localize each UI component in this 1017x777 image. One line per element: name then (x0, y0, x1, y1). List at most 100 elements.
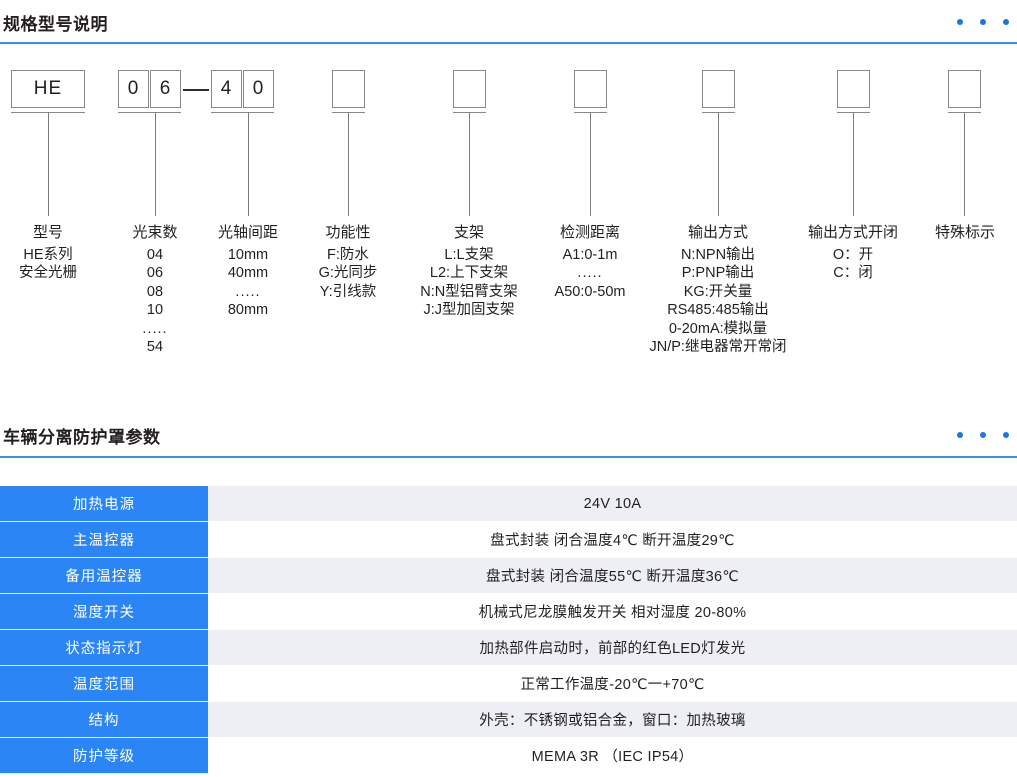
table-row-label: 防护等级 (0, 738, 208, 773)
legend-heading: 输出方式开闭 (807, 224, 898, 241)
legend-item: 10 (146, 302, 164, 318)
table-row-value: MEMA 3R （IEC IP54） (208, 738, 1017, 773)
section-title-cover-params: 车辆分离防护罩参数 (3, 428, 161, 447)
table-row-label: 结构 (0, 702, 208, 737)
section-title-model-code: 规格型号说明 (3, 15, 108, 34)
code-box-pitch-1: 4 (211, 70, 242, 108)
legend-column-output-type: 输出方式 N:NPN输出 P:PNP输出 KG:开关量 RS485:485输出 … (610, 224, 826, 357)
legend-item: 安全光栅 (19, 265, 77, 281)
code-box-beam-2: 6 (150, 70, 181, 108)
legend-item: JN/P:继电器常开常闭 (649, 339, 787, 355)
table-row-value: 外壳：不锈钢或铝合金，窗口：加热玻璃 (208, 702, 1017, 737)
legend-item: O：开 (832, 246, 874, 263)
table-row-label: 加热电源 (0, 486, 208, 521)
legend-column-series: 型号 HE系列 安全光栅 (0, 224, 96, 283)
table-row: 状态指示灯 加热部件启动时，前部的红色LED灯发光 (0, 630, 1017, 665)
dot-icon (980, 19, 986, 25)
code-box-pitch-2: 0 (243, 70, 274, 108)
legend-column-axis-pitch: 光轴间距 10mm 40mm ..... 80mm (195, 224, 301, 320)
leader-line-beam (155, 112, 156, 216)
table-row-value: 加热部件启动时，前部的红色LED灯发光 (208, 630, 1017, 665)
table-row: 结构 外壳：不锈钢或铝合金，窗口：加热玻璃 (0, 702, 1017, 737)
legend-ellipsis: ..... (235, 283, 261, 300)
legend-item: N:NPN输出 (680, 246, 756, 263)
legend-item: 80mm (227, 302, 269, 318)
table-row-value: 盘式封装 闭合温度4℃ 断开温度29℃ (208, 522, 1017, 557)
table-row-label: 温度范围 (0, 666, 208, 701)
legend-item: 06 (146, 265, 164, 281)
legend-heading: 特殊标示 (934, 224, 995, 241)
legend-heading: 检测距离 (559, 224, 620, 241)
legend-column-special-mark: 特殊标示 (916, 224, 1014, 246)
cover-parameters-table: 加热电源 24V 10A 主温控器 盘式封装 闭合温度4℃ 断开温度29℃ 备用… (0, 486, 1017, 774)
model-code-diagram: HE 0 6 4 0 型号 HE系列 安全光栅 光束数 04 06 08 10 … (0, 70, 1014, 357)
underbar-beam (118, 112, 181, 113)
leader-line-pitch (248, 112, 249, 216)
table-row-value: 盘式封装 闭合温度55℃ 断开温度36℃ (208, 558, 1017, 593)
table-row-value: 24V 10A (208, 486, 1017, 521)
legend-item: 04 (146, 246, 164, 263)
legend-item: P:PNP输出 (681, 265, 755, 281)
legend-item: L2:上下支架 (429, 265, 509, 281)
legend-item: L:L支架 (444, 246, 494, 263)
legend-heading: 光束数 (132, 224, 178, 241)
leader-line-bracket (469, 112, 470, 216)
table-row: 加热电源 24V 10A (0, 486, 1017, 521)
legend-column-detect-distance: 检测距离 A1:0-1m ..... A50:0-50m (530, 224, 650, 301)
code-box-function (332, 70, 365, 108)
legend-item: 54 (146, 339, 164, 355)
legend-item: 40mm (227, 265, 269, 281)
header-dots-model-code (957, 19, 1009, 25)
legend-item: N:N型铝臂支架 (420, 283, 518, 300)
legend-item: HE系列 (23, 246, 73, 263)
legend-item: Y:引线款 (319, 283, 377, 300)
legend-item: RS485:485输出 (667, 302, 769, 318)
leader-line-output-type (718, 112, 719, 216)
legend-heading: 输出方式 (687, 224, 748, 241)
legend-ellipsis: ..... (142, 320, 168, 337)
code-separator-dash (183, 89, 209, 91)
legend-column-beam-count: 光束数 04 06 08 10 ..... 54 (110, 224, 200, 357)
leader-line-distance (590, 112, 591, 216)
section-header-cover-params: 车辆分离防护罩参数 (0, 423, 1017, 463)
code-box-bracket (453, 70, 486, 108)
dot-icon (980, 432, 986, 438)
legend-ellipsis: ..... (577, 265, 603, 281)
legend-heading: 型号 (32, 224, 63, 241)
legend-heading: 光轴间距 (217, 224, 278, 241)
legend-item: KG:开关量 (683, 283, 753, 300)
legend-item: 08 (146, 283, 164, 300)
section-divider-model-code (0, 42, 1017, 44)
dot-icon (1003, 432, 1009, 438)
leader-line-output-state (853, 112, 854, 216)
legend-item: C：闭 (833, 265, 873, 281)
table-row-label: 湿度开关 (0, 594, 208, 629)
table-row: 湿度开关 机械式尼龙膜触发开关 相对湿度 20-80% (0, 594, 1017, 629)
leader-line-special-mark (964, 112, 965, 216)
code-box-series: HE (11, 70, 85, 108)
code-box-distance (574, 70, 607, 108)
header-dots-cover-params (957, 432, 1009, 438)
table-row: 备用温控器 盘式封装 闭合温度55℃ 断开温度36℃ (0, 558, 1017, 593)
dot-icon (1003, 19, 1009, 25)
legend-item: 10mm (227, 246, 269, 263)
table-row-value: 正常工作温度-20℃一+70℃ (208, 666, 1017, 701)
legend-item: A50:0-50m (554, 283, 626, 300)
legend-heading: 功能性 (325, 224, 371, 241)
leader-line-function (348, 112, 349, 216)
code-box-output-type (702, 70, 735, 108)
legend-item: 0-20mA:模拟量 (668, 320, 768, 337)
underbar-pitch (211, 112, 274, 113)
table-row: 主温控器 盘式封装 闭合温度4℃ 断开温度29℃ (0, 522, 1017, 557)
code-box-special-mark (948, 70, 981, 108)
table-row-label: 状态指示灯 (0, 630, 208, 665)
dot-icon (957, 432, 963, 438)
legend-column-function: 功能性 F:防水 G:光同步 Y:引线款 (295, 224, 401, 301)
section-divider-cover-params (0, 456, 1017, 458)
code-box-beam-1: 0 (118, 70, 149, 108)
code-box-output-state (837, 70, 870, 108)
section-header-model-code: 规格型号说明 (0, 10, 1017, 46)
legend-item: G:光同步 (318, 265, 378, 281)
legend-column-output-state: 输出方式开闭 O：开 C：闭 (790, 224, 916, 283)
legend-item: J:J型加固支架 (423, 302, 515, 318)
